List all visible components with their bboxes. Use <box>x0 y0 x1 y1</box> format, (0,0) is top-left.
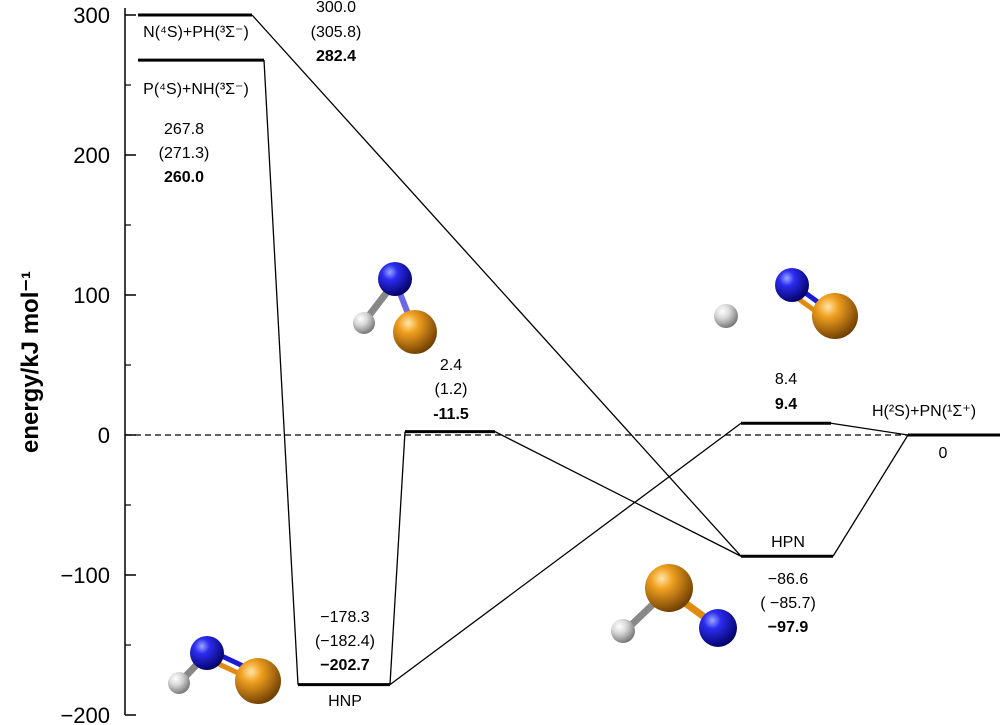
species-label-p-nh: P(⁴S)+NH(³Σ⁻) <box>143 81 249 98</box>
energy-levels <box>138 13 1000 687</box>
connections <box>251 14 909 686</box>
energy-hnp-3: −202.7 <box>320 657 369 674</box>
energy-hnp-1: −178.3 <box>320 609 369 626</box>
energy-hpn-3: −97.9 <box>768 619 809 636</box>
h-pn-molecule-icon <box>714 268 858 339</box>
species-label-hpn: HPN <box>771 534 805 551</box>
connection-ts1-to-hpn <box>494 431 742 557</box>
connection-p-nh-to-hnp <box>263 60 299 685</box>
y-tick-label: 100 <box>73 283 110 308</box>
connection-hnp-to-ts2 <box>389 422 742 686</box>
y-tick-label: 0 <box>98 423 110 448</box>
species-label-hnp: HNP <box>328 693 362 710</box>
y-tick-label: 300 <box>73 3 110 28</box>
energy-hpn-1: −86.6 <box>768 571 809 588</box>
energy-n-ph-1: 300.0 <box>316 0 356 16</box>
connection-hpn-to-h-pn <box>832 434 909 557</box>
connection-n-ph-to-hpn <box>251 14 742 557</box>
y-tick-label: −200 <box>60 703 110 725</box>
species-label-h-pn: H(²S)+PN(¹Σ⁺) <box>872 403 976 420</box>
energy-ts2-1: 8.4 <box>775 371 797 388</box>
connection-hnp-to-ts1 <box>389 431 406 685</box>
energy-ts2-2: 9.4 <box>775 396 797 413</box>
energy-p-nh-3: 260.0 <box>164 169 204 186</box>
energy-n-ph-3: 282.4 <box>316 48 356 65</box>
connection-ts2-to-h-pn <box>830 422 909 436</box>
energy-ts1-1: 2.4 <box>440 357 462 374</box>
energy-hpn-2: ( −85.7) <box>760 595 816 612</box>
energy-p-nh-2: (271.3) <box>159 145 210 162</box>
y-tick-label: 200 <box>73 143 110 168</box>
hnp-molecule-icon <box>168 636 281 704</box>
ts1-molecule-icon <box>353 262 437 354</box>
species-label-n-ph: N(⁴S)+PH(³Σ⁻) <box>143 24 249 41</box>
y-axis-label: energy/kJ mol⁻¹ <box>17 271 44 453</box>
energy-ts1-3: -11.5 <box>433 406 469 423</box>
energy-n-ph-2: (305.8) <box>311 24 362 41</box>
energy-ts1-2: (1.2) <box>435 381 468 398</box>
energy-h-pn-1: 0 <box>939 445 948 462</box>
energy-hnp-2: (−182.4) <box>315 633 375 650</box>
hpn-molecule-icon <box>611 564 737 647</box>
energy-p-nh-1: 267.8 <box>164 121 204 138</box>
y-ticks: 300 200 100 0 −100 −200 <box>60 3 136 725</box>
y-tick-label: −100 <box>60 563 110 588</box>
